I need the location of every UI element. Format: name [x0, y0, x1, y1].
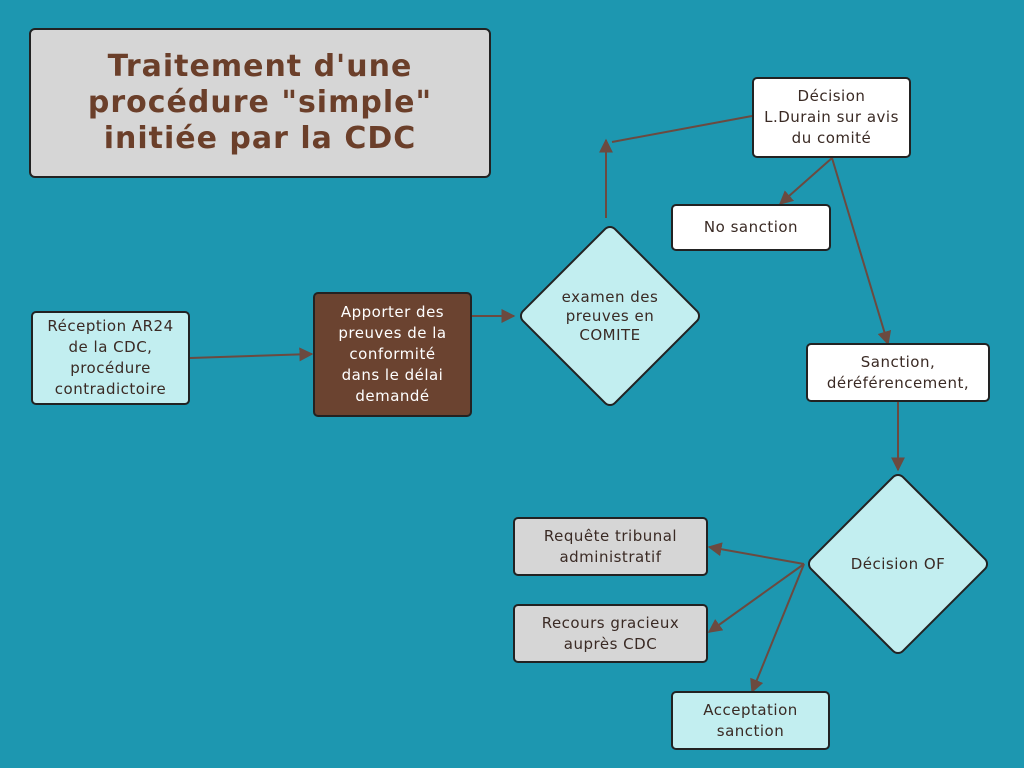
arrow-of-to-recours: [707, 563, 805, 633]
arrow-reception-to-apporter: [189, 347, 314, 362]
node-acceptation-label: Acceptation sanction: [703, 700, 798, 740]
node-requete: Requête tribunal administratif: [513, 517, 708, 576]
arrow-durain-to-sanction: [831, 157, 892, 346]
arrow-of-to-acceptation: [750, 563, 805, 694]
diagram-title: Traitement d'une procédure "simple" init…: [87, 49, 433, 156]
node-decision-durain: Décision L.Durain sur avis du comité: [752, 77, 911, 158]
diamond-examen-label: examen des preuves en COMITE: [561, 287, 659, 344]
node-no-sanction-label: No sanction: [703, 218, 799, 236]
node-decision-durain-label: Décision L.Durain sur avis du comité: [764, 87, 899, 147]
node-recours-label: Recours gracieux auprès CDC: [541, 613, 680, 653]
node-acceptation: Acceptation sanction: [671, 691, 830, 750]
node-reception: Réception AR24 de la CDC, procédure cont…: [31, 311, 190, 405]
node-requete-label: Requête tribunal administratif: [543, 526, 678, 566]
arrow-of-to-requete: [707, 542, 805, 565]
node-apporter: Apporter des preuves de la conformité da…: [313, 292, 472, 417]
node-recours: Recours gracieux auprès CDC: [513, 604, 708, 663]
arrow-durain-to-no-sanction: [778, 157, 833, 205]
title-box: Traitement d'une procédure "simple" init…: [29, 28, 491, 178]
node-sanction: Sanction, déréférencement,: [806, 343, 990, 402]
node-apporter-label: Apporter des preuves de la conformité da…: [338, 303, 447, 405]
node-sanction-label: Sanction, déréférencement,: [826, 352, 970, 392]
node-no-sanction: No sanction: [671, 204, 831, 251]
node-reception-label: Réception AR24 de la CDC, procédure cont…: [47, 317, 174, 398]
diamond-decision-of-label: Décision OF: [850, 554, 946, 573]
arrow-durain-to-top: [611, 115, 753, 143]
